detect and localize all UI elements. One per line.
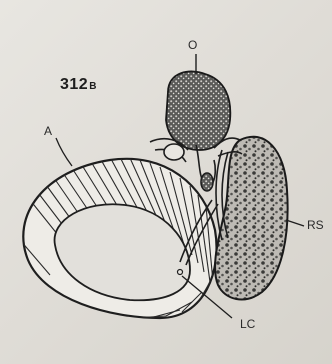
label-lc: LC [240, 317, 255, 331]
figure-number: 312B [60, 76, 97, 94]
stippled-organ-o [166, 71, 230, 150]
striated-loop-a [20, 157, 217, 322]
leader-line-a [56, 138, 72, 166]
label-a: A [44, 124, 52, 138]
leader-line-rs [286, 220, 304, 226]
figure-number-main: 312 [60, 76, 88, 93]
label-o: O [188, 38, 197, 52]
figure-number-suffix: B [89, 81, 97, 92]
label-rs: RS [307, 218, 324, 232]
lc-marker [178, 270, 183, 275]
